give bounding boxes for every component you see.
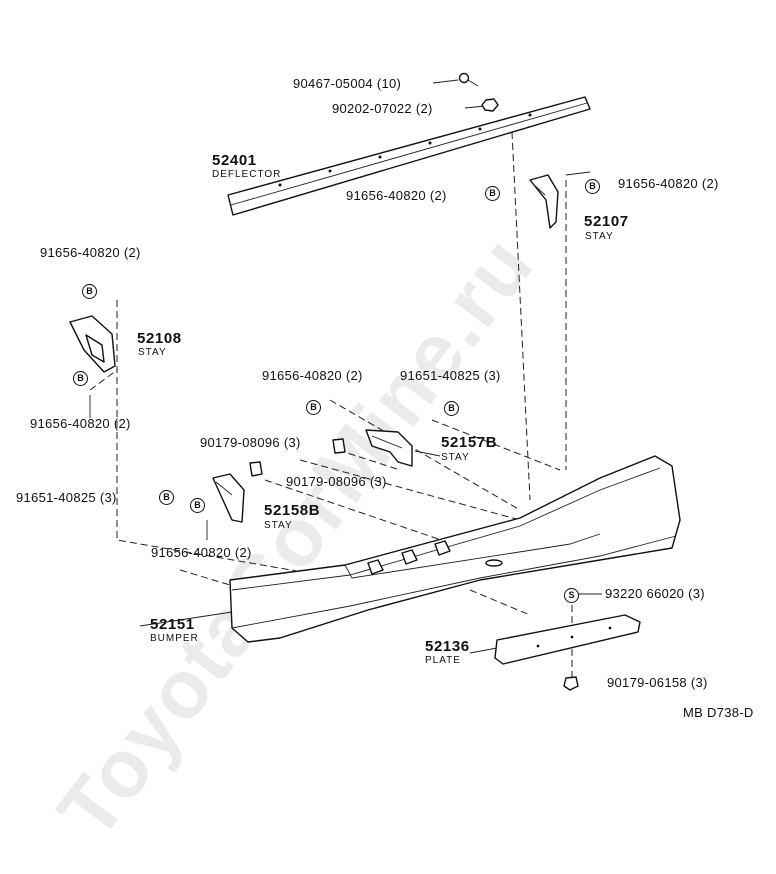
label-91656-c: 91656-40820 (2) xyxy=(40,245,141,260)
clip-mark-b-4: B xyxy=(73,371,88,386)
clip-mark-b-1: B xyxy=(485,186,500,201)
assembly-guides xyxy=(89,131,573,680)
bumper-52151 xyxy=(229,455,681,643)
clip-mark-s: S xyxy=(564,588,579,603)
diagram-code: MB D738-D xyxy=(683,705,754,720)
clip-mark-b-5: B xyxy=(306,400,321,415)
clip-mark-b-6: B xyxy=(444,401,459,416)
clip-90179-b xyxy=(332,438,346,454)
nut-90202 xyxy=(481,98,499,112)
label-91656-f: 91656-40820 (2) xyxy=(151,545,252,560)
stay-52158b xyxy=(212,473,245,523)
label-90179-a: 90179-08096 (3) xyxy=(200,435,301,450)
deflector-52401 xyxy=(227,96,591,216)
label-52158b-name: STAY xyxy=(264,520,293,531)
label-93220-66020: 93220 66020 (3) xyxy=(605,586,705,601)
label-52107-name: STAY xyxy=(585,231,614,242)
label-91656-e: 91656-40820 (2) xyxy=(262,368,363,383)
stay-52157b xyxy=(365,429,413,467)
label-90467-05004: 90467-05004 (10) xyxy=(293,76,402,91)
label-90179-b: 90179-08096 (3) xyxy=(286,474,387,489)
clip-mark-b-2: B xyxy=(585,179,600,194)
clip-mark-b-3: B xyxy=(82,284,97,299)
label-90202-07022: 90202-07022 (2) xyxy=(332,101,433,116)
label-91651-a: 91651-40825 (3) xyxy=(16,490,117,505)
label-52401: 52401 xyxy=(212,152,257,169)
plate-52136 xyxy=(494,614,641,665)
label-52151-name: BUMPER xyxy=(150,633,199,644)
label-52401-name: DEFLECTOR xyxy=(212,169,282,180)
label-91656-d: 91656-40820 (2) xyxy=(30,416,131,431)
nut-90179-c xyxy=(563,676,579,691)
label-91651-b: 91651-40825 (3) xyxy=(400,368,501,383)
label-52157b: 52157B xyxy=(441,434,498,451)
stay-52107 xyxy=(529,174,559,229)
label-52151: 52151 xyxy=(150,616,195,633)
clip-90179-a xyxy=(249,461,263,477)
label-90179-06158: 90179-06158 (3) xyxy=(607,675,708,690)
bolt-90467 xyxy=(458,72,479,87)
label-52158b: 52158B xyxy=(264,502,321,519)
label-52136: 52136 xyxy=(425,638,470,655)
label-91656-b: 91656-40820 (2) xyxy=(618,176,719,191)
label-52107: 52107 xyxy=(584,213,629,230)
clip-mark-b-8: B xyxy=(190,498,205,513)
label-52108-name: STAY xyxy=(138,347,167,358)
clip-mark-b-7: B xyxy=(159,490,174,505)
label-52136-name: PLATE xyxy=(425,655,461,666)
label-52157b-name: STAY xyxy=(441,452,470,463)
label-52108: 52108 xyxy=(137,330,182,347)
stay-52108 xyxy=(69,315,116,373)
leader-lines xyxy=(89,79,602,654)
label-91656-a: 91656-40820 (2) xyxy=(346,188,447,203)
